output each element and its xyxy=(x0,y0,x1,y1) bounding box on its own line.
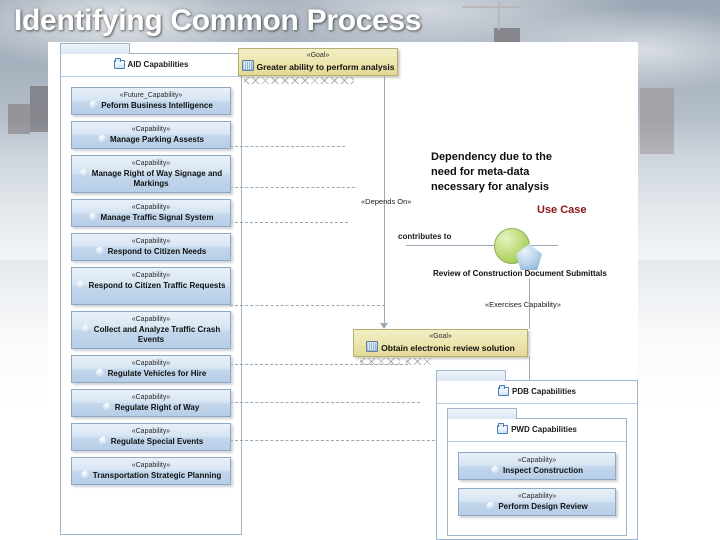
folder-icon xyxy=(497,422,509,434)
capability-icon xyxy=(102,402,112,411)
package-tab xyxy=(447,408,517,419)
capability-icon xyxy=(98,134,108,143)
capability-icon xyxy=(95,246,105,255)
package-tab xyxy=(436,370,506,381)
page-title: Identifying Common Process xyxy=(14,4,422,37)
realization-zigzag xyxy=(244,77,354,84)
package-tab xyxy=(60,43,130,54)
capability-box[interactable]: «Capability» Inspect Construction xyxy=(458,452,616,480)
dependency-dashed-line xyxy=(230,402,420,403)
realization-zigzag xyxy=(360,358,400,365)
package-pdb-capabilities[interactable]: PDB Capabilities PWD Capabilities «Capab… xyxy=(436,370,638,540)
capability-box[interactable]: «Capability» Perform Design Review xyxy=(458,488,616,516)
contributes-to-label: contributes to xyxy=(398,232,452,241)
exercises-capability-label: «Exercises Capability» xyxy=(485,300,561,309)
crane-shape xyxy=(498,2,500,30)
package-pwd-capabilities[interactable]: PWD Capabilities «Capability» Inspect Co… xyxy=(447,408,627,536)
capability-icon xyxy=(79,168,89,177)
capability-icon xyxy=(88,212,98,221)
depends-on-arrowhead xyxy=(380,323,388,329)
capability-icon xyxy=(486,501,496,510)
capability-box[interactable]: «Capability» Manage Right of Way Signage… xyxy=(71,155,231,193)
capability-box[interactable]: «Future_Capability» Peform Business Inte… xyxy=(71,87,231,115)
use-case-annotation: Use Case xyxy=(537,204,587,216)
capability-box[interactable]: «Capability» Collect and Analyze Traffic… xyxy=(71,311,231,349)
dependency-dashed-line xyxy=(230,364,408,365)
realization-zigzag xyxy=(406,358,432,365)
dependency-dashed-line xyxy=(230,187,355,188)
capability-box[interactable]: «Capability» Regulate Special Events xyxy=(71,423,231,451)
package-aid-capabilities[interactable]: AID Capabilities «Future_Capability» Pef… xyxy=(60,43,242,535)
goal-icon xyxy=(366,341,379,352)
capability-icon xyxy=(98,436,108,445)
contributes-to-connector xyxy=(406,245,558,246)
package-title-pwd: PWD Capabilities xyxy=(448,419,626,442)
exercises-capability-connector xyxy=(529,278,530,329)
depends-on-connector xyxy=(384,76,385,325)
depends-on-label: «Depends On» xyxy=(361,197,412,206)
folder-icon xyxy=(497,384,509,396)
capability-icon xyxy=(490,465,500,474)
goal-box-greater-analysis[interactable]: «Goal» Greater ability to perform analys… xyxy=(238,48,398,76)
package-title-aid: AID Capabilities xyxy=(61,54,241,77)
use-case-name: Review of Construction Document Submitta… xyxy=(433,269,607,278)
capability-box[interactable]: «Capability» Transportation Strategic Pl… xyxy=(71,457,231,485)
capability-box[interactable]: «Capability» Manage Parking Assests xyxy=(71,121,231,149)
dependency-dashed-line xyxy=(230,222,348,223)
capability-box[interactable]: «Capability» Regulate Vehicles for Hire xyxy=(71,355,231,383)
capability-icon xyxy=(81,324,91,333)
capability-icon xyxy=(89,100,99,109)
crane-shape xyxy=(462,6,520,8)
dependency-dashed-line xyxy=(230,305,385,306)
dependency-dashed-line xyxy=(230,146,345,147)
folder-icon xyxy=(113,57,125,69)
goal-box-electronic-review[interactable]: «Goal» Obtain electronic review solution xyxy=(353,329,528,357)
capability-box[interactable]: «Capability» Respond to Citizen Traffic … xyxy=(71,267,231,305)
diagram-canvas: AID Capabilities «Future_Capability» Pef… xyxy=(48,42,638,540)
capability-icon xyxy=(95,368,105,377)
package-title-pdb: PDB Capabilities xyxy=(437,381,637,404)
capability-box[interactable]: «Capability» Respond to Citizen Needs xyxy=(71,233,231,261)
capability-box[interactable]: «Capability» Manage Traffic Signal Syste… xyxy=(71,199,231,227)
dependency-note: Dependency due to the need for meta-data… xyxy=(431,151,553,193)
capability-box[interactable]: «Capability» Regulate Right of Way xyxy=(71,389,231,417)
capability-icon xyxy=(76,280,86,289)
dependency-dashed-line xyxy=(230,440,445,441)
capability-icon xyxy=(80,470,90,479)
goal-icon xyxy=(241,60,254,71)
